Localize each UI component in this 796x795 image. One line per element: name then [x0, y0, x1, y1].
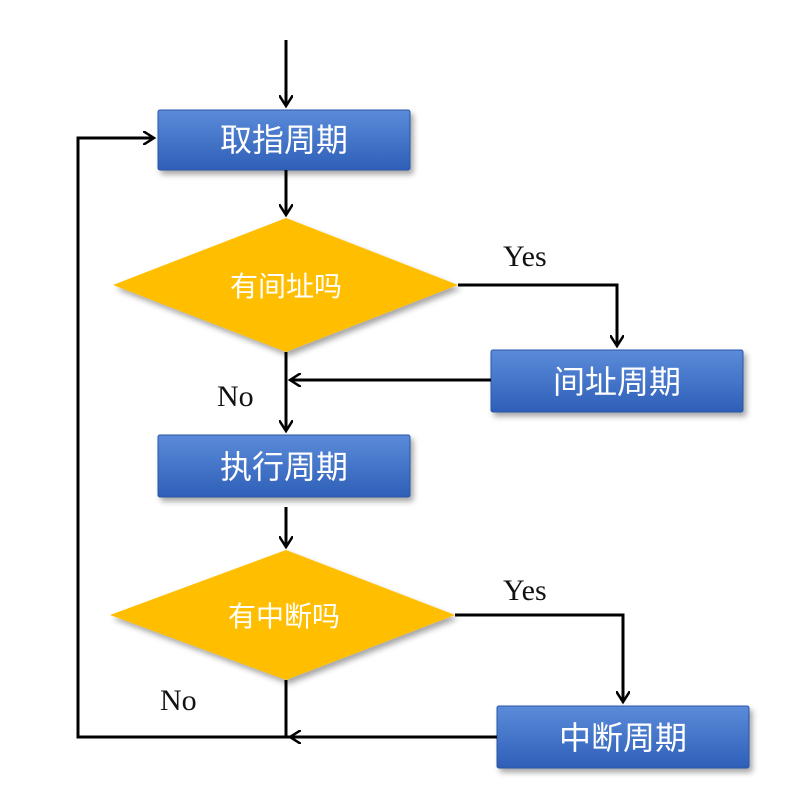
indirect-decision-label: 有间址吗 — [230, 270, 342, 303]
arrow-loop-back-to-fetch — [76, 138, 291, 739]
interrupt-cycle-box: 中断周期 — [496, 705, 750, 769]
interrupt-no-label: No — [160, 684, 197, 717]
arrow-interrupt-yes — [455, 613, 623, 701]
interrupt-decision-label: 有中断吗 — [228, 600, 340, 633]
interrupt-yes-label: Yes — [503, 574, 547, 607]
indirect-cycle-box: 间址周期 — [490, 349, 744, 413]
indirect-decision-diamond: 有间址吗 — [113, 218, 458, 352]
indirect-no-label: No — [217, 380, 254, 413]
interrupt-decision-diamond: 有中断吗 — [110, 550, 455, 680]
fetch-cycle-box: 取指周期 — [157, 109, 411, 171]
indirect-yes-label: Yes — [503, 240, 547, 273]
arrow-indirect-yes — [458, 283, 617, 345]
fetch-cycle-label: 取指周期 — [220, 121, 348, 159]
interrupt-cycle-label: 中断周期 — [559, 719, 687, 757]
execute-cycle-label: 执行周期 — [220, 448, 348, 486]
indirect-cycle-label: 间址周期 — [553, 363, 681, 401]
execute-cycle-box: 执行周期 — [157, 434, 411, 498]
